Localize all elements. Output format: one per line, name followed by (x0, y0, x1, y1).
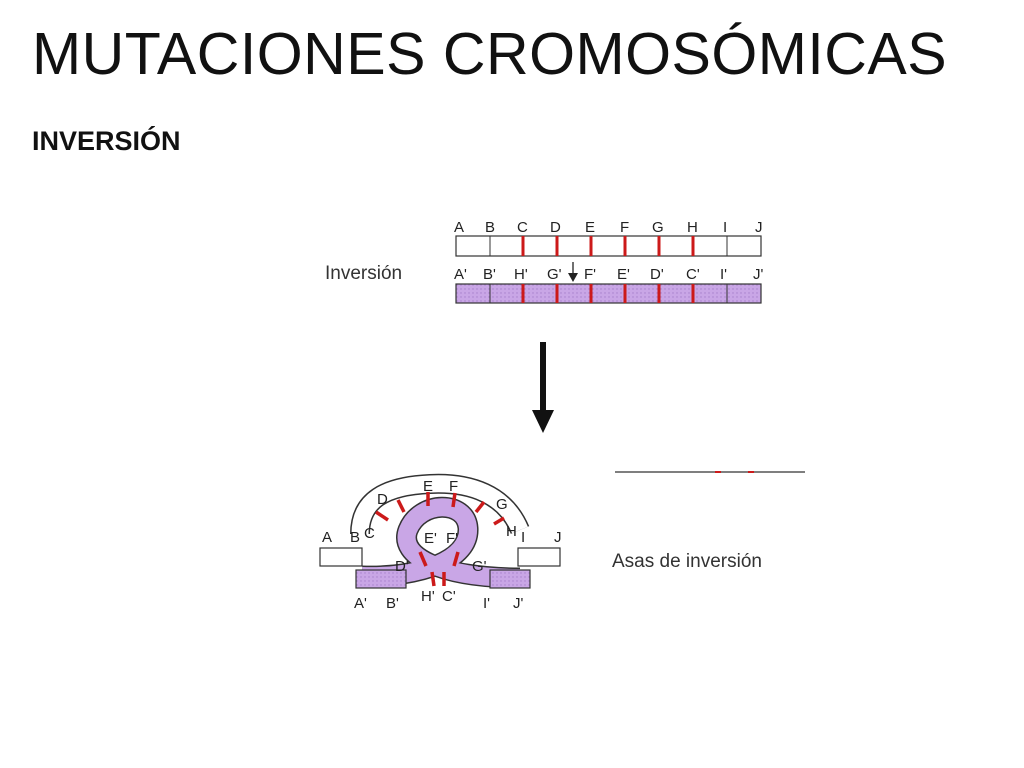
gene-label: B' (483, 266, 496, 283)
normal-chromosome (455, 235, 762, 257)
down-arrow-icon (532, 342, 554, 433)
gene-label: C' (686, 266, 700, 283)
gene-label: E (585, 219, 595, 236)
inverted-right-arm (489, 569, 531, 589)
normal-left-arm (319, 547, 363, 567)
gene-label: I' (720, 266, 727, 283)
normal-loop (351, 475, 528, 535)
gene-label: I (521, 529, 525, 546)
slide-subtitle: INVERSIÓN (32, 126, 181, 156)
slide-title: MUTACIONES CROMOSÓMICAS (32, 21, 948, 87)
loop-gene-labels: A B C D E F G H I J E' F' D' G' A' B' H'… (322, 478, 562, 612)
gene-label: C (364, 525, 375, 542)
gene-label: D (377, 491, 388, 508)
inverted-chromosome-dividers (489, 284, 728, 303)
gene-label: A (454, 219, 464, 236)
normal-gene-labels: A B C D E F G H I J (454, 219, 763, 236)
gene-label: D' (650, 266, 664, 283)
top-inversion-diagram: Inversión A B C D E F G H I J (325, 219, 764, 304)
inversion-label: Inversión (325, 263, 402, 284)
gene-label: G' (472, 558, 487, 575)
gene-label: F' (446, 530, 458, 547)
inverted-loop (361, 498, 521, 587)
gene-label: D' (395, 558, 409, 575)
gene-label: B (350, 529, 360, 546)
inverted-chromosome-markers (521, 284, 695, 303)
gene-label: F' (584, 266, 596, 283)
normal-right-arm (517, 547, 561, 567)
gene-label: B' (386, 595, 399, 612)
loop-markers (375, 492, 505, 587)
gene-label: G' (547, 266, 562, 283)
inversion-loop-diagram: A B C D E F G H I J E' F' D' G' A' B' H'… (319, 473, 762, 612)
breakpoint-arrow-icon (568, 262, 578, 282)
gene-label: F (449, 478, 458, 495)
gene-label: J' (513, 595, 524, 612)
inversion-loop-caption: Asas de inversión (612, 551, 762, 572)
gene-label: I (723, 219, 727, 236)
gene-label: A' (354, 595, 367, 612)
gene-label: E' (424, 530, 437, 547)
gene-label: C (517, 219, 528, 236)
gene-label: J (755, 219, 763, 236)
gene-label: G (652, 219, 664, 236)
inverted-chromosome (455, 283, 762, 304)
gene-label: B (485, 219, 495, 236)
normal-chromosome-markers (521, 236, 695, 256)
gene-label: E' (617, 266, 630, 283)
gene-label: A' (454, 266, 467, 283)
gene-label: G (496, 496, 508, 513)
gene-label: E (423, 478, 433, 495)
gene-label: D (550, 219, 561, 236)
gene-label: H (687, 219, 698, 236)
gene-label: A (322, 529, 332, 546)
inverted-left-arm (355, 569, 407, 589)
gene-label: H' (421, 588, 435, 605)
gene-label: H (506, 523, 517, 540)
gene-label: J (554, 529, 562, 546)
gene-label: H' (514, 266, 528, 283)
gene-label: J' (753, 266, 764, 283)
gene-label: C' (442, 588, 456, 605)
gene-label: F (620, 219, 629, 236)
inverted-gene-labels: A' B' H' G' F' E' D' C' I' J' (454, 266, 764, 283)
normal-chromosome-dividers (489, 236, 728, 256)
gene-label: I' (483, 595, 490, 612)
